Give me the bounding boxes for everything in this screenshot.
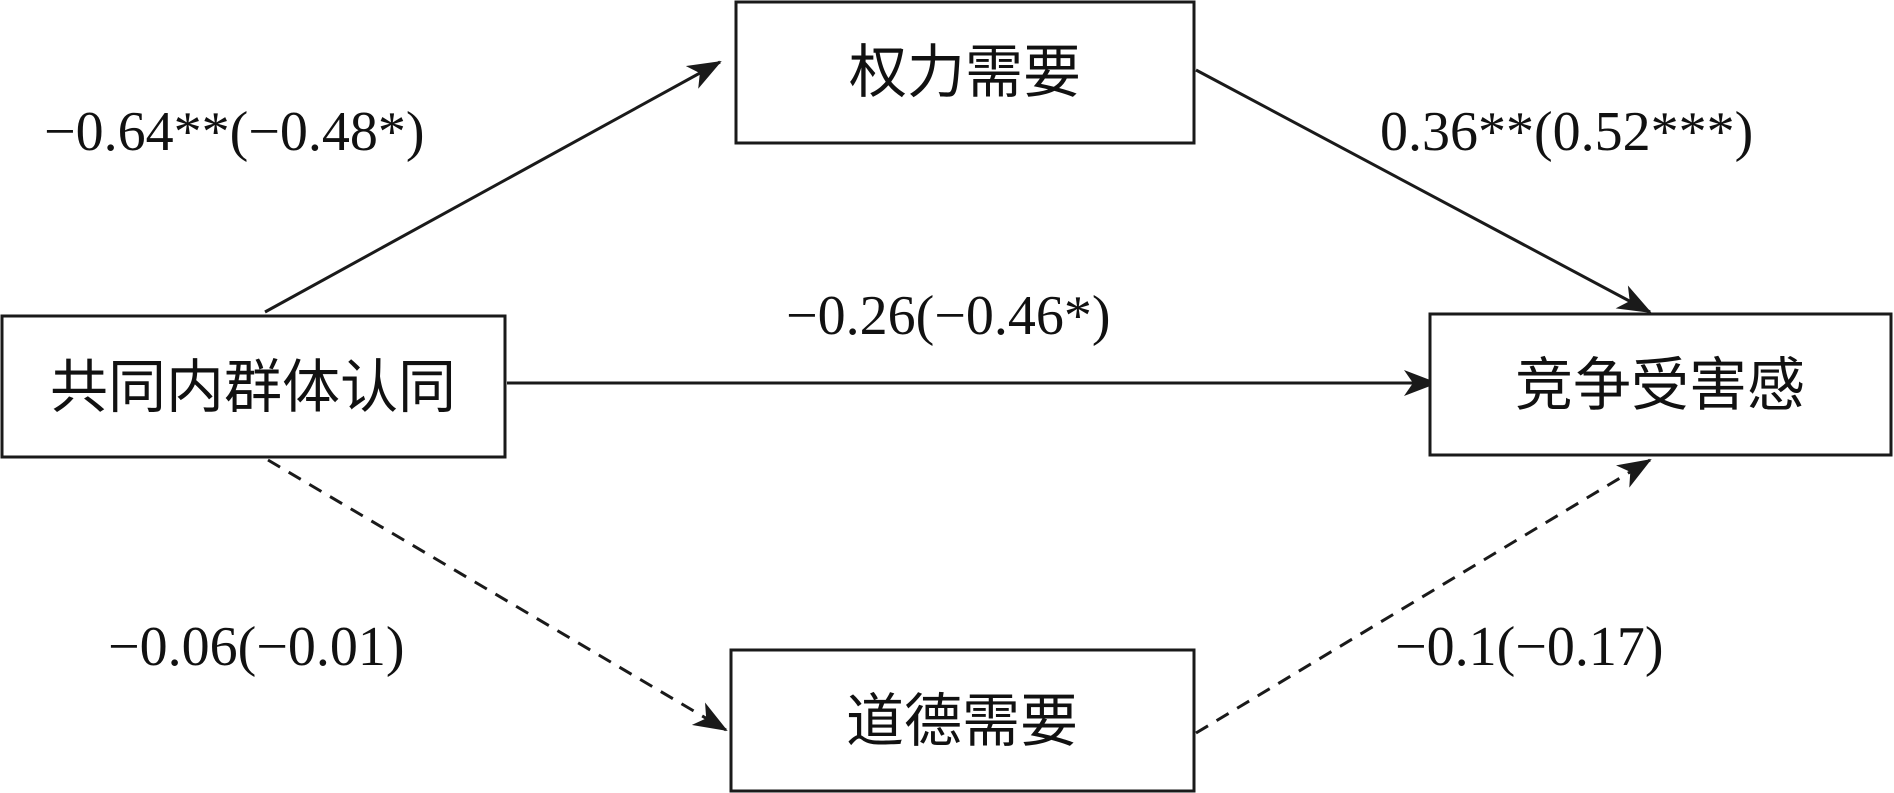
- node-moral-need-label: 道德需要: [846, 687, 1078, 755]
- edge-label-moral-to-victimhood: −0.1(−0.17): [1395, 616, 1663, 678]
- node-power-need-label: 权力需要: [849, 38, 1081, 106]
- node-competitive-victimhood: 竞争受害感: [1428, 312, 1893, 457]
- node-common-ingroup-identity: 共同内群体认同: [0, 314, 507, 459]
- node-common-ingroup-identity-label: 共同内群体认同: [50, 353, 456, 421]
- edge-identity-to-power: [264, 60, 722, 314]
- edge-label-identity-to-moral: −0.06(−0.01): [108, 616, 404, 678]
- edge-label-identity-to-power: −0.64**(−0.48*): [44, 101, 424, 163]
- edge-power-to-victimhood: [1195, 68, 1652, 314]
- node-power-need: 权力需要: [734, 0, 1196, 145]
- edge-moral-to-victimhood: [1195, 458, 1652, 735]
- edge-label-identity-to-victimhood: −0.26(−0.46*): [786, 285, 1110, 347]
- node-competitive-victimhood-label: 竞争受害感: [1515, 351, 1805, 419]
- edge-label-power-to-victimhood: 0.36**(0.52***): [1380, 101, 1753, 163]
- edge-identity-to-moral: [267, 458, 728, 732]
- node-moral-need: 道德需要: [729, 648, 1196, 793]
